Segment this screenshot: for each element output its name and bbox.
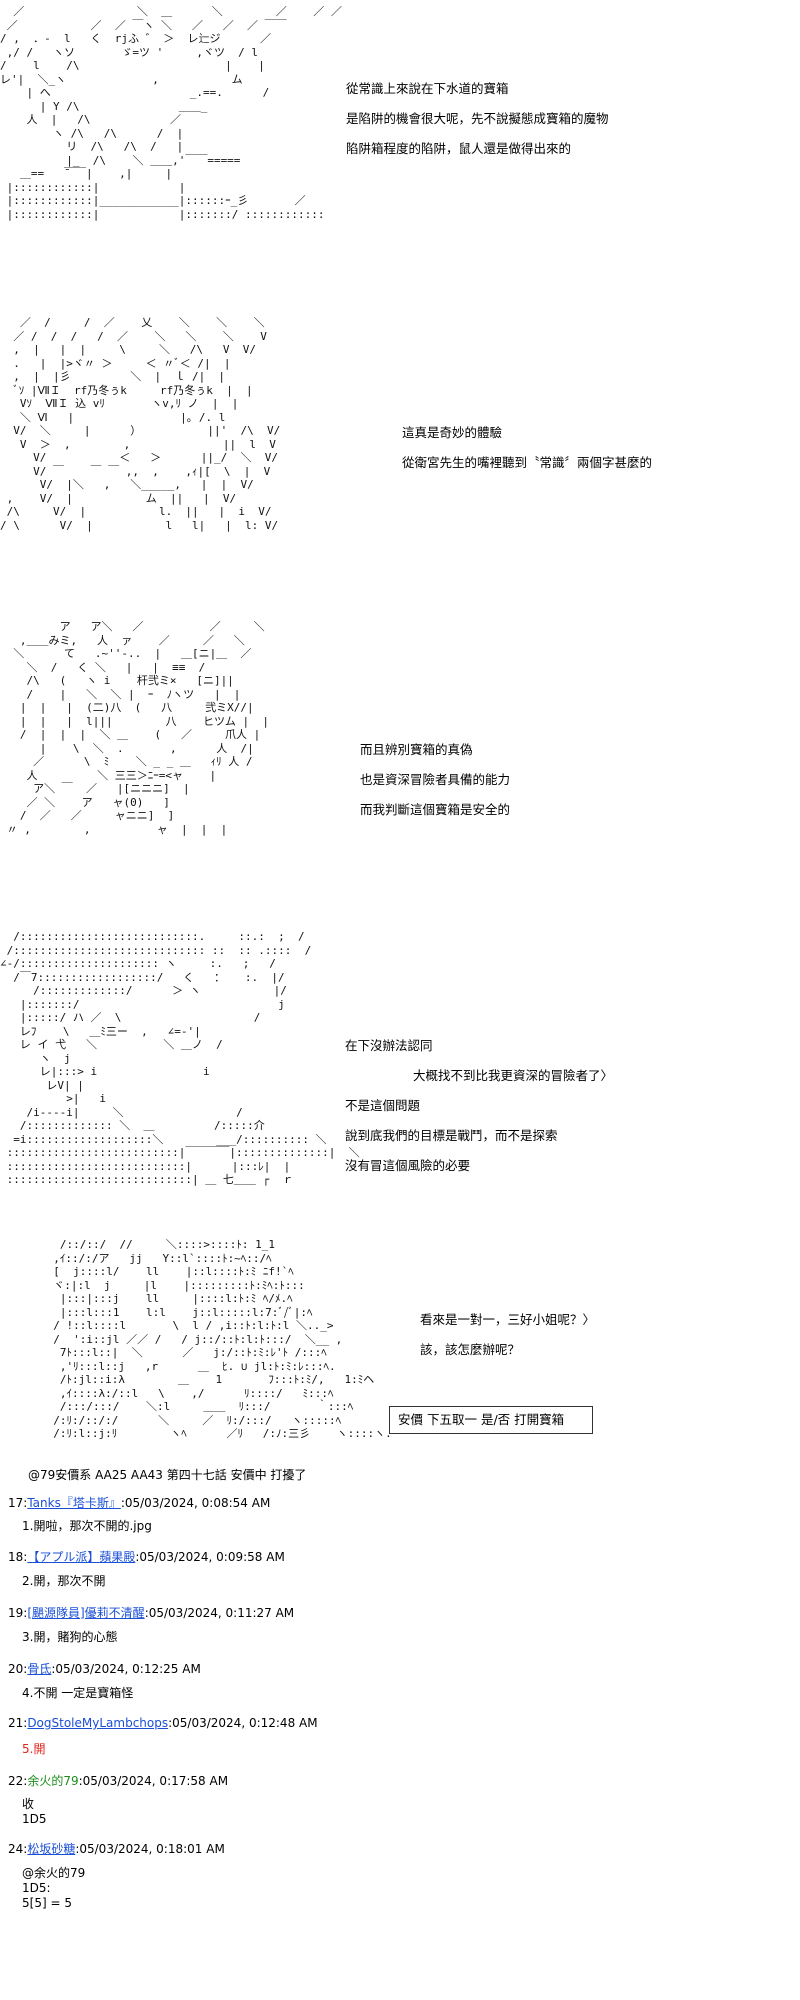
reply-text: 1D5	[22, 1812, 47, 1826]
narration-panel-5: 看來是一對一，三好小姐呢？〉 該，該怎麼辦呢？	[420, 1305, 595, 1365]
reply-number: 21:	[8, 1716, 28, 1730]
ascii-art-panel-5: /::/::/ // ＼::::>::::ﾄ: 1_1 ,ｲ::/:/ア jj …	[53, 1238, 390, 1440]
narration-line: 陷阱箱程度的陷阱，鼠人還是做得出來的	[346, 141, 572, 156]
reply-author-link[interactable]: DogStoleMyLambchops	[27, 1716, 169, 1730]
ascii-art-panel-2: ／ / / ／ 乂 ＼ ＼ ＼ ／ / / / / ／ ＼ ＼ ＼ V , | …	[0, 316, 281, 532]
reply-timestamp: :05/03/2024, 0:09:58 AM	[135, 1550, 285, 1564]
reply-body: 5.開	[22, 1742, 45, 1757]
ascii-art-panel-3: ア ア＼ ／ ／ ＼ ,＿＿みミ, 人 ァ ／ ／ ＼ ＼ て .~''-.. …	[6, 620, 269, 836]
reply-timestamp: :05/03/2024, 0:12:48 AM	[168, 1716, 318, 1730]
reply-timestamp: :05/03/2024, 0:12:25 AM	[51, 1662, 201, 1676]
reply-number: 18:	[8, 1550, 28, 1564]
reply-text: 1.開啦，那次不開的.jpg	[22, 1519, 152, 1533]
reply-number: 20:	[8, 1662, 28, 1676]
reply-header: 22:余火的79:05/03/2024, 0:17:58 AM	[8, 1772, 228, 1789]
narration-line: 大概找不到比我更資深的冒險者了〉	[413, 1068, 614, 1083]
reply-author-link[interactable]: 【アプル派】蘋果殿	[27, 1550, 136, 1564]
reply-number: 17:	[8, 1496, 28, 1510]
narration-panel-2: 這真是奇妙的體驗 從衛宮先生的嘴裡聽到〝常識〞兩個字甚麼的	[402, 418, 652, 478]
reply-body: 4.不開 一定是寶箱怪	[22, 1686, 133, 1701]
reply-number: 19:	[8, 1606, 28, 1620]
narration-line: 這真是奇妙的體驗	[402, 425, 503, 440]
reply-text: @余火的79	[22, 1866, 86, 1880]
reply-number: 22:	[8, 1774, 28, 1788]
reply-header: 17:Tanks『塔卡斯』:05/03/2024, 0:08:54 AM	[8, 1494, 270, 1511]
narration-line: 是陷阱的機會很大呢，先不說擬態成寶箱的魔物	[346, 111, 609, 126]
reply-header: 21:DogStoleMyLambchops:05/03/2024, 0:12:…	[8, 1716, 318, 1730]
reply-author-name: 余火的79	[27, 1774, 79, 1788]
reply-body: 3.開，賭狗的心態	[22, 1630, 117, 1645]
reply-text: 3.開，賭狗的心態	[22, 1630, 118, 1644]
narration-line: 不是這個問題	[345, 1098, 421, 1113]
reply-timestamp: :05/03/2024, 0:08:54 AM	[120, 1496, 271, 1510]
narration-line: 也是資深冒險者具備的能力	[360, 772, 511, 787]
narration-panel-3: 而且辨別寶箱的真偽 也是資深冒險者具備的能力 而我判斷這個寶箱是安全的	[360, 735, 510, 825]
reply-author-link[interactable]: Tanks『塔卡斯』	[27, 1496, 121, 1510]
reply-header: 19:[颶源隊員]優莉不清醒:05/03/2024, 0:11:27 AM	[8, 1604, 294, 1621]
ascii-art-panel-4: /:::::::::::::::::::::::::::. ::.: ; / /…	[0, 930, 360, 1186]
narration-line: 看來是一對一，三好小姐呢？〉	[420, 1312, 596, 1327]
reply-text: 5.開	[22, 1742, 46, 1756]
reply-author-link[interactable]: 骨氐	[27, 1662, 52, 1676]
reply-timestamp: :05/03/2024, 0:11:27 AM	[144, 1606, 295, 1620]
reply-text: 4.不開 一定是寶箱怪	[22, 1686, 134, 1700]
reply-text: 1D5:	[22, 1881, 51, 1895]
narration-line: 沒有冒這個風險的必要	[345, 1158, 471, 1173]
reply-author-link[interactable]: [颶源隊員]優莉不清醒	[27, 1606, 145, 1620]
reply-text: 2.開，那次不開	[22, 1574, 106, 1588]
narration-line: 從衛宮先生的嘴裡聽到〝常識〞兩個字甚麼的	[402, 455, 653, 470]
narration-line: 從常識上來說在下水道的寶箱	[346, 81, 509, 96]
ascii-art-panel-1: ／ ＼ ＿ ＼ ／ ／ ／ ／ ／ ／ ￣ヽ ＼ ／ ／ ／ ￣￣ / , ．-…	[0, 5, 342, 221]
reply-body: 2.開，那次不開	[22, 1574, 105, 1589]
reply-author-link[interactable]: 松坂砂糖	[27, 1842, 76, 1856]
reply-timestamp: :05/03/2024, 0:17:58 AM	[78, 1774, 229, 1788]
reply-text: 收	[22, 1797, 35, 1811]
narration-line: 說到底我們的目標是戰鬥，而不是探索	[345, 1128, 558, 1143]
narration-panel-1: 從常識上來說在下水道的寶箱 是陷阱的機會很大呢，先不說擬態成寶箱的魔物 陷阱箱程…	[346, 74, 609, 164]
reply-body: 收 1D5	[22, 1797, 47, 1827]
reply-body: 1.開啦，那次不開的.jpg	[22, 1519, 152, 1534]
reply-timestamp: :05/03/2024, 0:18:01 AM	[75, 1842, 225, 1856]
reply-header: 20:骨氐:05/03/2024, 0:12:25 AM	[8, 1660, 201, 1677]
narration-line: 該，該怎麼辦呢？	[420, 1342, 521, 1357]
reply-header: 18:【アプル派】蘋果殿:05/03/2024, 0:09:58 AM	[8, 1548, 285, 1565]
reply-header: 24:松坂砂糖:05/03/2024, 0:18:01 AM	[8, 1840, 225, 1857]
narration-line: 在下沒辦法認同	[345, 1038, 433, 1053]
post-header: @79安價系 AA25 AA43 第四十七話 安價中 打擾了	[28, 1468, 307, 1482]
narration-line: 而我判斷這個寶箱是安全的	[360, 802, 511, 817]
narration-panel-4: 在下沒辦法認同 大概找不到比我更資深的冒險者了〉 不是這個問題 說到底我們的目標…	[345, 1031, 613, 1181]
vote-choice-box: 安價 下五取一 是/否 打開寶箱	[389, 1406, 593, 1434]
reply-text: 5[5] = 5	[22, 1896, 72, 1910]
narration-line: 而且辨別寶箱的真偽	[360, 742, 473, 757]
reply-number: 24:	[8, 1842, 28, 1856]
reply-body: @余火的79 1D5: 5[5] = 5	[22, 1866, 85, 1911]
